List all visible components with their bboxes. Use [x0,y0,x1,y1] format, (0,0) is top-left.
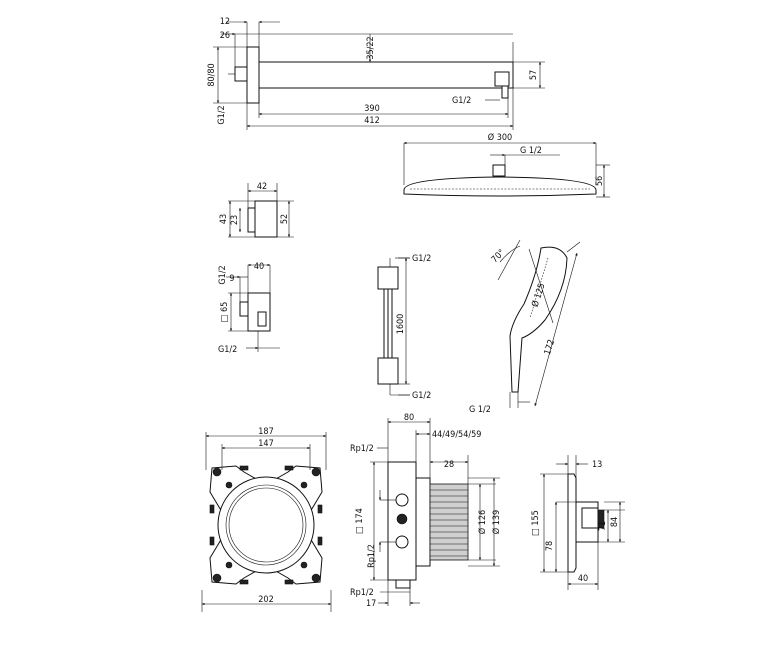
set-dim-square-174: □ 174 [355,508,365,534]
set-dim-17: 17 [366,599,376,609]
mounting-plate-drawing: 187 147 202 [201,427,332,612]
set-dim-44-59: 44/49/54/59 [432,430,481,440]
outlet-dim-52: 52 [280,214,290,224]
set-dim-rp12-top: Rp1/2 [350,444,374,454]
outlet-dim-43: 43 [219,214,229,224]
set-dim-rp12-side: Rp1/2 [367,544,377,568]
hose-dim-g12-bottom: G1/2 [412,391,431,401]
plate-dim-187: 187 [258,427,273,437]
hand-dim-g12: G 1/2 [469,405,491,415]
shower-arm-drawing: 12 26 35/22 80/80 G1/2 57 G1/2 390 412 [207,17,545,130]
arm-dim-35-22: 35/22 [366,36,376,59]
set-dim-28: 28 [444,460,454,470]
hand-shower-drawing: 70° Ø 125 172 G 1/2 [469,239,581,415]
wall-outlet-drawing: 42 43 23 52 [219,182,294,238]
trim-dim-71: 71 [598,521,608,531]
holder-dim-g12-top: G1/2 [218,265,228,284]
hose-drawing: G1/2 1600 G1/2 [377,254,431,401]
trim-dim-13: 13 [592,460,602,470]
holder-dim-g12-bottom: G1/2 [218,345,237,355]
arm-dim-g12-left: G1/2 [217,105,227,124]
hand-dim-70-deg: 70° [490,248,507,265]
shower-dim-diameter-300: Ø 300 [488,132,512,143]
trim-dim-84: 84 [610,517,620,527]
arm-dim-12: 12 [220,17,230,27]
trim-dim-78: 78 [545,541,555,551]
shower-dim-g12: G 1/2 [520,146,542,156]
shower-dim-56: 56 [595,176,605,186]
holder-dim-square-65: □ 65 [220,302,230,323]
trim-dim-square-155: □ 155 [531,510,541,536]
holder-dim-40: 40 [254,262,264,272]
set-dim-diameter-126: Ø 126 [477,510,488,534]
arm-dim-390: 390 [364,104,379,114]
hose-dim-g12-top: G1/2 [412,254,431,264]
set-dim-rp12-bottom: Rp1/2 [350,588,374,598]
hand-dim-172: 172 [543,338,557,356]
wall-holder-drawing: G1/2 9 40 □ 65 G1/2 [218,262,280,355]
trim-dim-40: 40 [578,574,588,584]
outlet-dim-42: 42 [257,182,267,192]
holder-dim-9: 9 [229,274,234,284]
plate-dim-147: 147 [258,439,273,449]
set-dim-80: 80 [404,413,414,423]
arm-dim-g12-right: G1/2 [452,96,471,106]
trim-drawing: 13 □ 155 71 84 78 40 [531,455,625,590]
overhead-shower-drawing: Ø 300 G 1/2 56 [403,132,610,198]
arm-dim-80-80: 80/80 [207,63,217,86]
hose-dim-1600: 1600 [396,314,406,335]
arm-dim-57: 57 [529,70,539,80]
arm-dim-26: 26 [220,31,230,41]
cartridge-ribs [430,489,468,557]
basic-set-drawing: Rp1/2 80 44/49/54/59 28 □ 174 Ø 126 Ø 13… [350,413,502,609]
plate-dim-202: 202 [258,595,273,605]
set-dim-diameter-139: Ø 139 [491,510,502,534]
arm-dim-412: 412 [364,116,379,126]
outlet-dim-23: 23 [230,215,240,225]
